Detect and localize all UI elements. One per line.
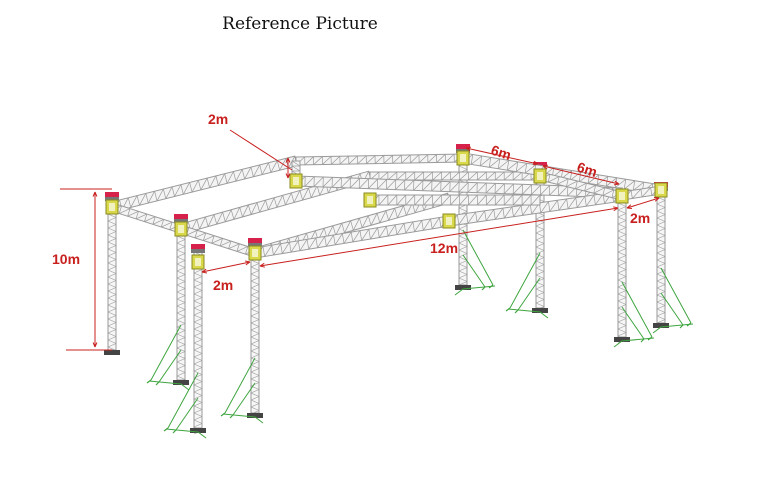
corner-block	[174, 221, 188, 237]
dim-label-bay-b: 6m	[575, 159, 599, 180]
tower-cap	[248, 238, 262, 243]
top-span-leader	[229, 129, 293, 171]
chain-hoist	[248, 243, 262, 247]
right-bay-dimension	[626, 197, 660, 209]
corner-block	[248, 245, 262, 261]
figure-title: Reference Picture	[222, 14, 378, 34]
top-span-dimension	[285, 157, 291, 179]
bay-b-dimension	[542, 164, 620, 186]
corner-block	[442, 213, 456, 229]
truss-frame	[104, 144, 694, 439]
corner-block	[363, 192, 377, 208]
ridge-beam-mid	[369, 171, 541, 181]
corner-block	[615, 188, 629, 204]
ridge-beam	[295, 153, 464, 166]
tower-base	[532, 308, 548, 313]
outrigger	[146, 324, 190, 391]
tower-base	[653, 323, 669, 328]
corner-block	[289, 173, 303, 189]
tower-cap	[456, 144, 470, 149]
outrigger	[613, 281, 655, 348]
tower-cap	[105, 192, 119, 197]
outrigger	[505, 252, 549, 319]
tower-base	[104, 350, 120, 355]
truss-tower	[173, 214, 189, 385]
tower-base	[190, 428, 206, 433]
outrigger	[454, 229, 496, 296]
height-dimension	[92, 191, 98, 348]
truss-tower	[653, 182, 669, 328]
tower-cap	[174, 214, 188, 219]
dim-label-height: 10m	[52, 251, 80, 267]
tower-cap	[191, 244, 205, 249]
outrigger	[163, 372, 207, 439]
tower-base	[455, 285, 471, 290]
dimension-lines	[60, 129, 660, 351]
dim-label-bay-a: 6m	[489, 142, 513, 163]
truss-tower	[614, 188, 630, 344]
dim-label-right-bay: 2m	[630, 210, 650, 226]
corner-block	[105, 199, 119, 215]
dim-label-length: 12m	[430, 240, 458, 256]
outrigger	[652, 267, 694, 334]
corner-block	[654, 182, 668, 198]
tower-base	[247, 413, 263, 418]
chain-hoist	[174, 219, 188, 223]
front-bay-dimension	[201, 260, 251, 274]
chain-hoist	[105, 197, 119, 201]
chain-hoist	[191, 249, 205, 253]
corner-block	[533, 168, 547, 184]
tower-base	[614, 337, 630, 342]
corner-block	[191, 254, 205, 270]
tower-cap	[533, 162, 547, 167]
truss-tower	[190, 244, 206, 435]
dim-label-front-bay: 2m	[213, 277, 233, 293]
length-dimension	[259, 206, 619, 268]
corner-block	[456, 150, 470, 166]
outrigger	[220, 357, 264, 424]
dim-label-top-span: 2m	[208, 111, 228, 127]
tower-base	[173, 380, 189, 385]
roof-beam-mid-span	[369, 194, 541, 206]
truss-tower	[104, 192, 120, 355]
bay-a-dimension	[465, 146, 539, 166]
